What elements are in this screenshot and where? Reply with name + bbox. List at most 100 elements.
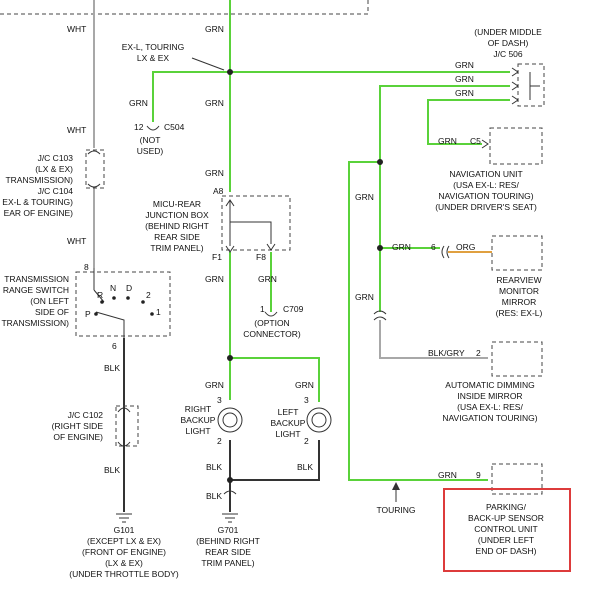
label-sw-1: 1 <box>156 307 161 317</box>
blkgry-wire <box>379 320 488 359</box>
label-micu-2: (BEHIND RIGHT <box>145 221 209 231</box>
label-blk-lb: BLK <box>297 462 313 472</box>
label-rb-pin3: 3 <box>217 395 222 405</box>
label-ex-l-touring-1: LX & EX <box>137 53 169 63</box>
label-micu-1: JUNCTION BOX <box>145 210 209 220</box>
sw-contact-p <box>94 312 98 316</box>
label-trans-switch-4: TRANSMISSION) <box>1 318 69 328</box>
trans-switch-contacts <box>93 268 125 338</box>
label-g101-1: (EXCEPT LX & EX) <box>87 536 161 546</box>
label-g701-2: REAR SIDE <box>205 547 251 557</box>
label-sw-n: N <box>110 283 116 293</box>
sw-contact-r <box>100 300 104 304</box>
label-pk-pin: 9 <box>476 470 481 480</box>
label-parking-3: (UNDER LEFT <box>478 535 534 545</box>
label-rearview-0: REARVIEW <box>496 275 541 285</box>
label-nav-unit-2: NAVIGATION TOURING) <box>438 191 533 201</box>
label-grn-main1: GRN <box>205 98 224 108</box>
parking-box <box>491 463 543 495</box>
jc-c103-box <box>85 149 105 189</box>
label-parking-0: PARKING/ <box>486 502 527 512</box>
label-micu-4: TRIM PANEL) <box>150 243 203 253</box>
label-nav-unit-3: (UNDER DRIVER'S SEAT) <box>435 202 537 212</box>
top-connector-box <box>0 0 369 15</box>
label-blk-g701: BLK <box>206 491 222 501</box>
label-trans-switch-2: (ON LEFT <box>30 296 69 306</box>
label-grn-right1: GRN <box>355 192 374 202</box>
grn-to-c504 <box>152 71 230 122</box>
label-rv-pin: 6 <box>431 242 436 252</box>
label-under-dash-0: (UNDER MIDDLE <box>474 27 542 37</box>
label-trans-pin6: 6 <box>112 341 117 351</box>
label-nav-unit-0: NAVIGATION UNIT <box>449 169 522 179</box>
ex-l-arrow <box>191 57 225 71</box>
label-adm-3: NAVIGATION TOURING) <box>442 413 537 423</box>
jc506-box <box>517 63 545 107</box>
label-parking-4: END OF DASH) <box>476 546 537 556</box>
label-under-dash-2: J/C 506 <box>493 49 523 59</box>
label-jc-c102-0: J/C C102 <box>68 410 104 420</box>
sw-contact-n <box>112 296 116 300</box>
label-g701-3: TRIM PANEL) <box>201 558 254 568</box>
grn-touring-wire <box>348 161 488 481</box>
label-grn-top: GRN <box>205 24 224 34</box>
label-grn-main2: GRN <box>205 168 224 178</box>
label-lb-pin2: 2 <box>304 436 309 446</box>
label-grn-jc1: GRN <box>455 60 474 70</box>
right-backup-bulb <box>217 407 243 433</box>
micu-internal <box>225 199 276 253</box>
label-grn-jc2: GRN <box>455 74 474 84</box>
label-micu-3: REAR SIDE <box>154 232 200 242</box>
label-trans-switch-0: TRANSMISSION <box>4 274 69 284</box>
touring-arrowhead <box>392 482 400 490</box>
label-wht-low: WHT <box>67 236 86 246</box>
label-right-backup-0: RIGHT <box>185 404 211 414</box>
sw-contact-d <box>126 296 130 300</box>
label-g701-1: (BEHIND RIGHT <box>196 536 260 546</box>
jc-c102-term <box>117 407 131 447</box>
right-backup-inner <box>222 412 238 428</box>
c709-term <box>264 311 278 317</box>
label-grn-rb: GRN <box>205 380 224 390</box>
label-adm-0: AUTOMATIC DIMMING <box>445 380 534 390</box>
label-rearview-3: (RES: EX-L) <box>496 308 543 318</box>
splice-2 <box>377 159 383 165</box>
sw-contact-1 <box>150 312 154 316</box>
label-under-dash-1: OF DASH) <box>488 38 529 48</box>
label-c504: C504 <box>164 122 185 132</box>
label-sw-r: R <box>97 290 103 300</box>
highlight-box <box>443 488 571 572</box>
label-g101-4: (UNDER THROTTLE BODY) <box>69 569 179 579</box>
splice-4 <box>227 355 233 361</box>
label-grn-c5: GRN <box>438 136 457 146</box>
label-blk-lower: BLK <box>104 465 120 475</box>
label-option-conn-1: CONNECTOR) <box>243 329 301 339</box>
rearview-box <box>491 235 543 271</box>
label-grn-lb: GRN <box>295 380 314 390</box>
adm-mirror-box <box>491 341 543 377</box>
grn-to-left-backup <box>230 357 320 402</box>
label-rb-pin2: 2 <box>217 436 222 446</box>
grn-jc506-2 <box>379 85 510 248</box>
label-left-backup-0: LEFT <box>278 407 299 417</box>
label-g101-0: G101 <box>114 525 135 535</box>
label-c504-pin: 12 <box>134 122 144 132</box>
label-jc-c103-3: J/C C104 <box>38 186 74 196</box>
label-right-backup-2: LIGHT <box>185 426 210 436</box>
c504-term <box>146 125 160 131</box>
label-jc-c103-1: (LX & EX) <box>35 164 73 174</box>
label-jc-c102-2: OF ENGINE) <box>53 432 103 442</box>
label-adm-1: INSIDE MIRROR <box>457 391 522 401</box>
label-grn-main3: GRN <box>205 274 224 284</box>
g701-ground <box>222 513 238 523</box>
grn-jc506-3 <box>427 99 510 145</box>
splice-1 <box>227 69 233 75</box>
label-g101-2: (FRONT OF ENGINE) <box>82 547 166 557</box>
label-parking-2: CONTROL UNIT <box>474 524 537 534</box>
label-not-used-1: USED) <box>137 146 164 156</box>
blk-left-backup <box>230 440 320 481</box>
micu-box <box>221 195 291 251</box>
label-parking-1: BACK-UP SENSOR <box>468 513 544 523</box>
label-c709: C709 <box>283 304 304 314</box>
label-lb-pin3: 3 <box>304 395 309 405</box>
